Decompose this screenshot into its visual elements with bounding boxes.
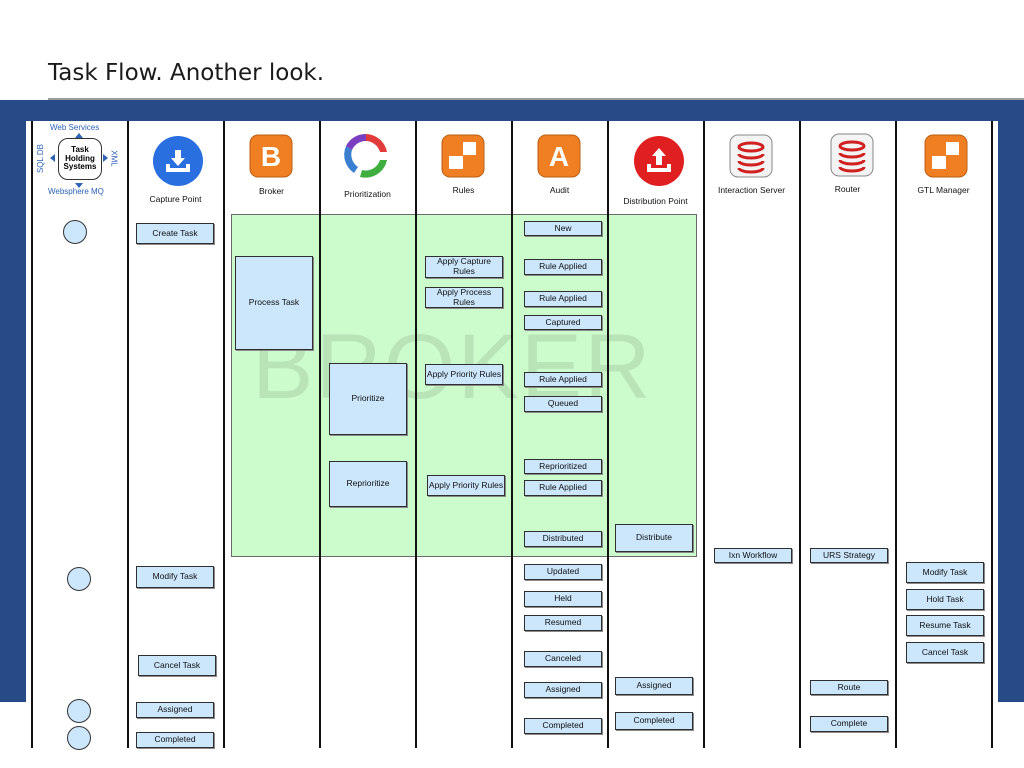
step-apply-process-rules: Apply Process Rules [425,287,503,308]
broker-b-icon: B [249,134,293,178]
lane-divider [127,121,129,748]
audit-distributed: Distributed [524,531,602,547]
step-apply-capture-rules: Apply Capture Rules [425,256,503,278]
database-icon [729,134,773,178]
lane-header-broker: Broker [258,186,285,196]
step-assigned: Assigned [136,702,214,718]
step-complete: Complete [810,716,888,732]
step-apply-priority-rules: Apply Priority Rules [427,475,505,496]
download-tray-icon [153,136,203,186]
audit-captured: Captured [524,315,602,330]
lane-header-gtl-manager: GTL Manager [917,185,970,195]
lane-divider [703,121,705,748]
step-completed: Completed [615,712,693,730]
step-process-task: Process Task [235,256,313,350]
lane-divider [31,121,33,748]
start-circle [63,220,87,244]
audit-new: New [524,221,602,236]
web-services-label: Web Services [50,123,100,132]
svg-text:B: B [261,141,281,172]
title-divider [48,98,1024,100]
step-apply-priority-rules: Apply Priority Rules [425,364,503,385]
task-holding-systems: Task Holding Systems [58,138,102,180]
step-urs-strategy: URS Strategy [810,548,888,563]
start-circle [67,699,91,723]
lane-header-rules: Rules [452,185,475,195]
lane-header-capture-point: Capture Point [149,194,202,204]
audit-resumed: Resumed [524,615,602,631]
source-arrows-icon [50,133,108,188]
step-resume-task: Resume Task [906,615,984,636]
audit-rule-applied: Rule Applied [524,372,602,387]
lane-divider [511,121,513,748]
rules-blocks-icon [441,134,485,178]
audit-canceled: Canceled [524,651,602,667]
lane-header-distribution-point: Distribution Point [623,196,688,206]
lane-divider [607,121,609,748]
audit-completed: Completed [524,718,602,734]
step-ixn-workflow: Ixn Workflow [714,548,792,563]
step-cancel-task: Cancel Task [138,655,216,676]
step-hold-task: Hold Task [906,589,984,610]
slide-title: Task Flow. Another look. [48,60,325,86]
database-icon [830,133,874,177]
step-distribute: Distribute [615,524,693,552]
step-route: Route [810,680,888,695]
lane-divider [991,121,993,748]
audit-assigned: Assigned [524,682,602,698]
lane-header-prioritization: Prioritization [344,189,391,199]
audit-held: Held [524,591,602,607]
lane-header-router: Router [834,184,861,194]
lane-header-interaction-server: Interaction Server [717,185,786,195]
lane-header-audit: Audit [549,185,570,195]
step-modify-task: Modify Task [906,562,984,583]
step-reprioritize: Reprioritize [329,461,407,507]
audit-rule-applied: Rule Applied [524,259,602,275]
start-circle [67,726,91,750]
lane-divider [895,121,897,748]
audit-rule-applied: Rule Applied [524,480,602,496]
audit-a-icon: A [537,134,581,178]
step-modify-task: Modify Task [136,566,214,588]
step-create-task: Create Task [136,223,214,244]
lane-divider [319,121,321,748]
step-prioritize: Prioritize [329,363,407,435]
svg-text:A: A [549,141,569,172]
start-circle [67,567,91,591]
upload-tray-icon [634,136,684,186]
lane-divider [799,121,801,748]
audit-reprioritized: Reprioritized [524,459,602,474]
cycle-arrows-icon [344,133,387,178]
websphere-mq-label: Websphere MQ [48,187,104,196]
audit-rule-applied: Rule Applied [524,291,602,307]
lane-divider [223,121,225,748]
step-cancel-task: Cancel Task [906,642,984,663]
lane-divider [415,121,417,748]
audit-queued: Queued [524,396,602,412]
audit-updated: Updated [524,564,602,580]
gtl-blocks-icon [924,134,968,178]
step-completed: Completed [136,732,214,748]
step-assigned: Assigned [615,677,693,695]
